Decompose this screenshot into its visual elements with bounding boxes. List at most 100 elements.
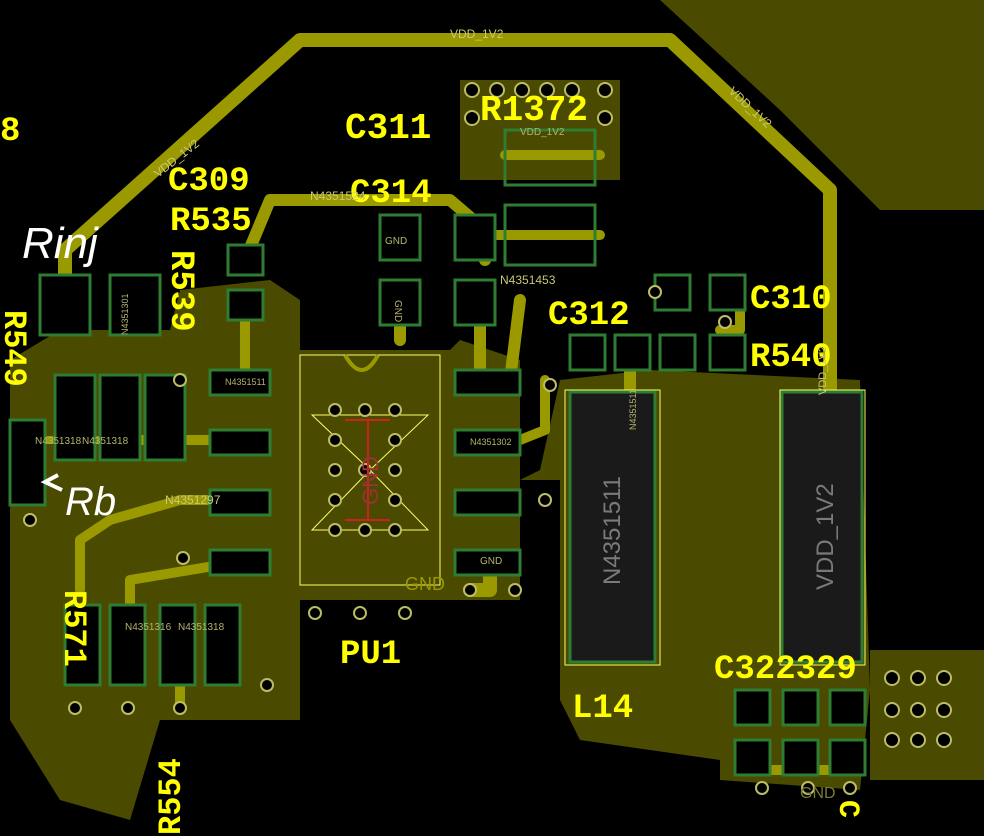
vdd-ring-trace <box>58 33 837 487</box>
handwritten-annotations: Rinj Rb <box>22 219 116 524</box>
via-bottom-2 <box>353 606 367 620</box>
via-c310 <box>648 285 662 299</box>
pu1-left-pad-3 <box>208 488 272 517</box>
pu1-left-pad-1 <box>208 368 272 397</box>
l14-label: L14 <box>572 690 633 728</box>
r549-pad-2 <box>98 373 142 462</box>
pu1-left-pad-2 <box>208 428 272 457</box>
via-pu1-12 <box>358 523 372 537</box>
via-gnd-1 <box>463 583 477 597</box>
c311-label: C311 <box>345 108 431 149</box>
bottom-c-label: C <box>830 800 864 818</box>
pu1-right-pad-4 <box>453 548 522 577</box>
c312-pad-1 <box>568 333 607 372</box>
r535-label: R535 <box>170 203 252 241</box>
pu1-label: PU1 <box>340 636 401 674</box>
via-conn-9 <box>936 732 952 748</box>
l14-outline-right <box>779 389 866 666</box>
c314-pad-2 <box>453 213 497 262</box>
net-gnd-pad: GND <box>480 556 502 567</box>
net-gnd-c314b: GND <box>392 300 403 322</box>
via-pu1-5 <box>388 433 402 447</box>
via-l14-1 <box>538 493 552 507</box>
r540-label: R540 <box>750 339 832 377</box>
via-left-4 <box>121 701 135 715</box>
net-gnd-label: GND <box>405 574 445 594</box>
via-r1372-3 <box>514 82 530 98</box>
edge-label: 8 <box>0 113 20 151</box>
net-gnd-c314a: GND <box>385 236 407 247</box>
net-vdd-top: VDD_1V2 <box>450 27 504 41</box>
rb-trace <box>75 495 255 595</box>
pads <box>8 128 867 777</box>
r539-label: R539 <box>161 250 199 332</box>
via-r1372-6 <box>597 82 613 98</box>
via-pu1-13 <box>388 523 402 537</box>
via-conn-3 <box>936 670 952 686</box>
via-left-2 <box>260 678 274 692</box>
via-bottom-1 <box>308 606 322 620</box>
net-pu1-a: N4351511 <box>225 377 266 387</box>
silkscreen-labels: 8 C311 R1372 C309 C314 R535 R539 R549 C3… <box>0 90 864 835</box>
via-left-1 <box>176 551 190 565</box>
r540-pad-2 <box>708 333 747 372</box>
rinj-pad-left <box>38 273 92 337</box>
via-r1372-5 <box>564 82 580 98</box>
r1372-pad-1 <box>503 128 597 187</box>
net-bottom-1: N4351316 <box>125 622 172 633</box>
rb-pad <box>8 418 47 507</box>
net-r535: N4351301 <box>120 293 130 335</box>
r539-pad-1 <box>226 288 265 322</box>
pu1-left-pad-4 <box>208 548 272 577</box>
c310-pad-2 <box>708 273 747 312</box>
net-gnd-center: GND <box>358 456 383 505</box>
via-pu1-1 <box>328 403 342 417</box>
c310-label: C310 <box>750 281 832 319</box>
r549-label: R549 <box>0 310 32 387</box>
via-gnd-2 <box>508 583 522 597</box>
r554-label: R554 <box>153 758 190 835</box>
via-conn-6 <box>936 702 952 718</box>
via-bottom-3 <box>398 606 412 620</box>
via-pu1-3 <box>388 403 402 417</box>
c322-c329-label: C322329 <box>714 651 857 689</box>
r571-pad-2 <box>108 603 147 687</box>
via-r1372-7 <box>464 110 480 126</box>
via-conn-4 <box>884 702 900 718</box>
via-r1372-4 <box>539 82 555 98</box>
via-r1372-1 <box>464 82 480 98</box>
via-conn-5 <box>910 702 926 718</box>
c314-pad-3 <box>378 278 422 327</box>
net-l14-big: N4351511 <box>599 476 626 585</box>
net-left-2: N4351318 <box>82 436 129 447</box>
via-left-5 <box>173 701 187 715</box>
pu1-right-pad-1 <box>453 368 522 397</box>
net-vdd-big: VDD_1V2 <box>812 483 839 590</box>
via-bottom-right-1 <box>755 781 769 795</box>
c329-pad-1 <box>828 688 867 727</box>
via-l14-2 <box>543 378 557 392</box>
via-pu1-4 <box>328 433 342 447</box>
c329-pad-2 <box>828 738 867 777</box>
r554-pad-2 <box>203 603 242 687</box>
c322-pad-3 <box>733 738 772 777</box>
r554-pad-1 <box>158 603 197 687</box>
pu1-pin1-notch <box>343 353 380 372</box>
c312-pad-2 <box>613 333 652 372</box>
net-pu1-left: N4351297 <box>165 493 221 507</box>
via-left-3 <box>68 701 82 715</box>
via-r1372-8 <box>597 110 613 126</box>
net-n4351453: N4351453 <box>500 273 556 287</box>
net-l14-small: N4351511 <box>628 389 638 430</box>
annotation-rinj: Rinj <box>22 219 99 268</box>
r571-pad-1 <box>63 603 102 687</box>
via-conn-7 <box>884 732 900 748</box>
via-pu1-11 <box>328 523 342 537</box>
l14-pad-right <box>780 390 864 664</box>
c322-pad-4 <box>781 738 820 777</box>
net-pu1-b: N4351302 <box>470 437 512 447</box>
net-bottom-2: N4351318 <box>178 622 225 633</box>
net-n4351524: N4351524 <box>310 189 366 203</box>
